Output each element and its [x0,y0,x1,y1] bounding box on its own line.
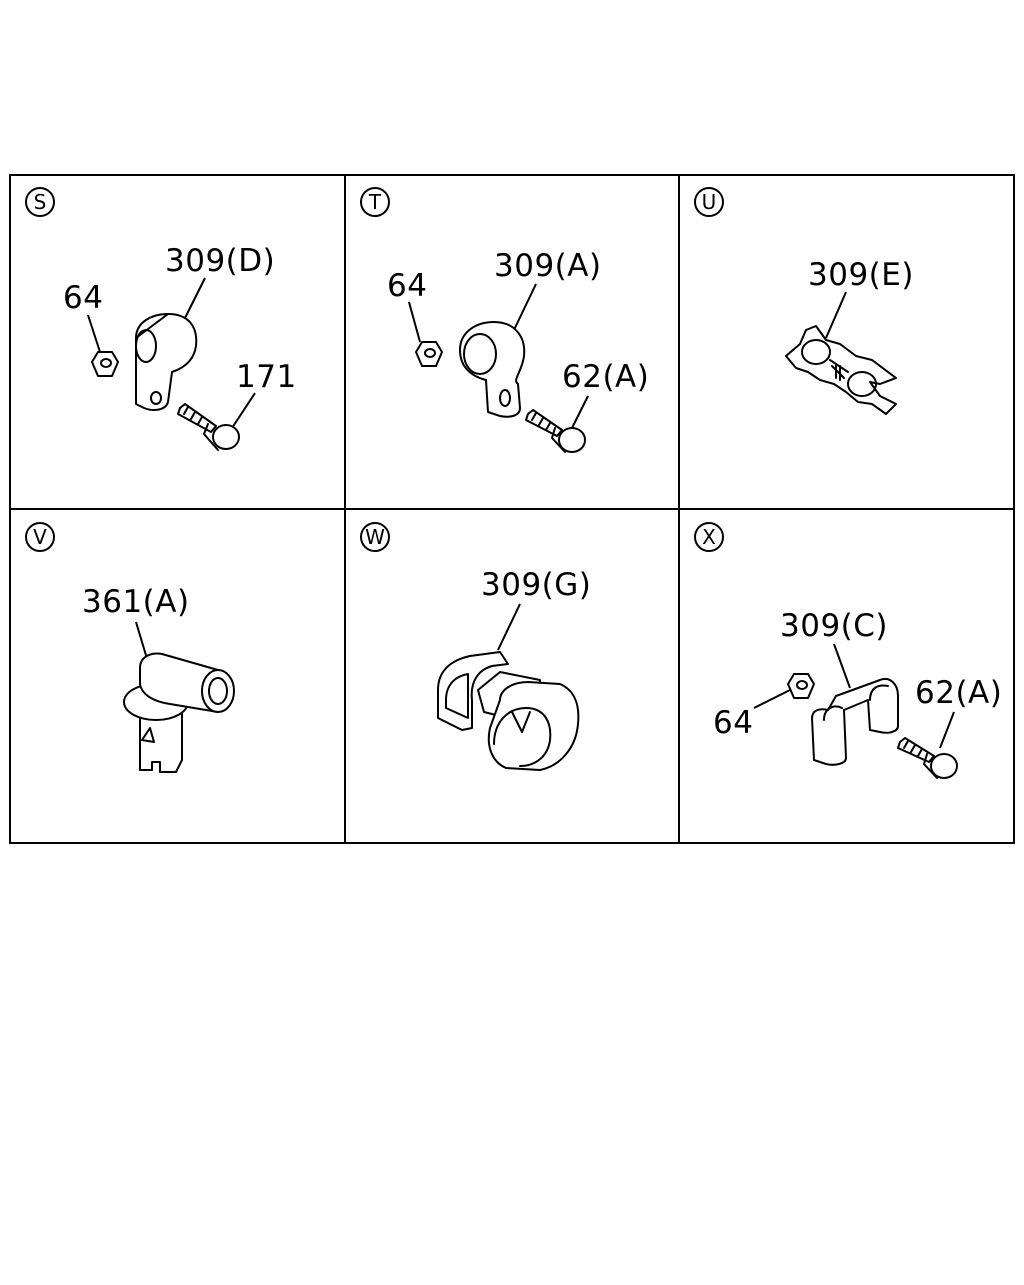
panel-w: W 309(G) [360,522,591,771]
panel-t: T 309(A) 64 62(A) [360,187,649,453]
panel-x-badge: X [694,522,724,552]
callout-309c: 309(C) [780,608,888,644]
panel-x: X 309(C) 62(A) 64 [694,522,1002,779]
bolt-171-icon [177,403,240,451]
clamp-309c-icon [811,678,899,766]
callout-62a-t: 62(A) [562,359,649,395]
clip-309e-icon [785,325,897,415]
nut-icon [91,351,119,377]
panel-s-badge: S [25,187,55,217]
callout-171: 171 [236,359,297,395]
callout-309e: 309(E) [808,257,914,293]
panel-u-badge: U [694,187,724,217]
callout-309a: 309(A) [494,248,602,284]
panel-t-badge: T [360,187,390,217]
panel-t-letter: T [368,190,382,214]
panel-w-letter: W [365,525,385,549]
callout-64-t: 64 [387,268,427,304]
callout-309g: 309(G) [481,567,591,603]
panel-u: U 309(E) [694,187,914,415]
panel-s: S 309(D) 64 171 [25,187,297,451]
panel-x-letter: X [702,525,716,549]
bolt-62a-x-icon [897,737,958,779]
bolt-62a-icon [525,409,586,453]
panel-w-badge: W [360,522,390,552]
panel-v: V 361(A) [25,522,235,773]
clamp-309a-icon [459,321,526,418]
callout-64-x: 64 [713,705,753,741]
panel-v-letter: V [33,525,47,549]
clamp-309d-icon [135,313,198,411]
callout-361a: 361(A) [82,584,190,620]
grid-frame [9,174,1015,844]
callout-309d: 309(D) [165,243,275,279]
panel-v-badge: V [25,522,55,552]
callout-64-s: 64 [63,280,103,316]
panel-u-letter: U [702,190,717,214]
nut-icon [787,673,815,699]
elbow-connector-361a-icon [123,652,235,773]
nut-icon [415,341,443,367]
clip-309g-icon [437,651,580,771]
callout-62a-x: 62(A) [915,675,1002,711]
panel-s-letter: S [34,190,47,214]
